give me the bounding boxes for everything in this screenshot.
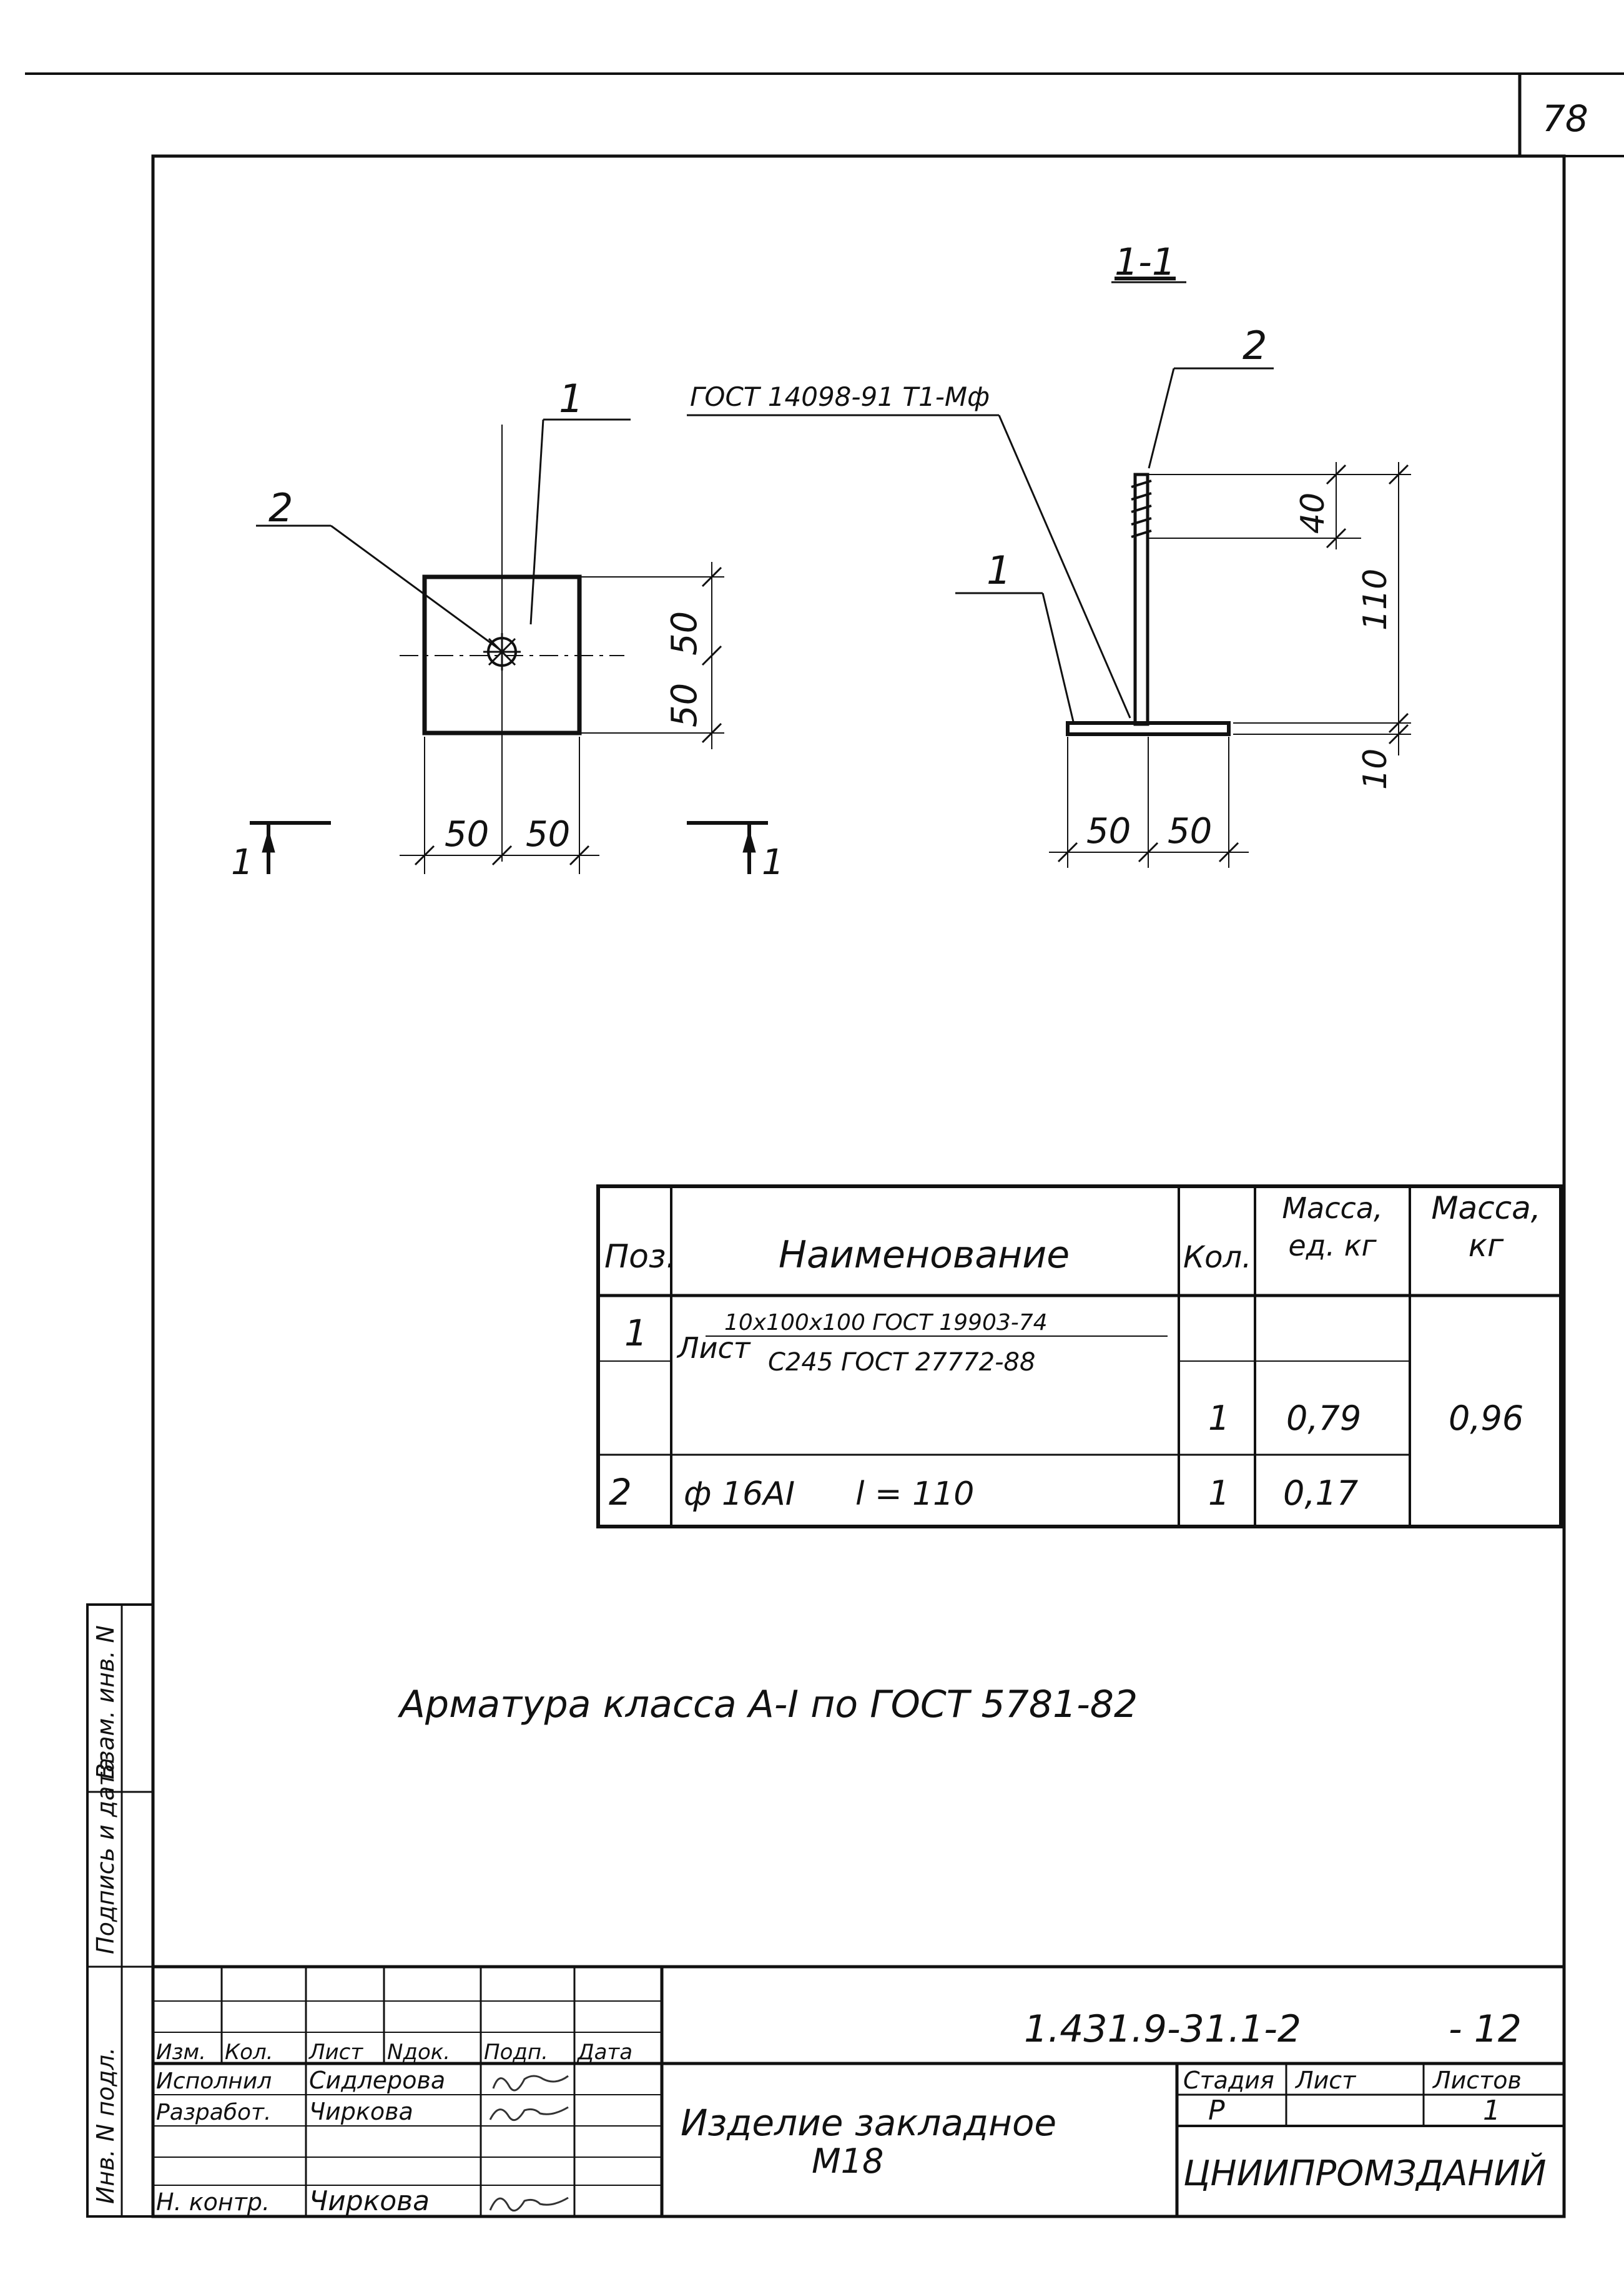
section-dim-40: 40 [1294,493,1332,534]
section-dim-110: 110 [1357,569,1394,631]
reinforcement-note: Арматура класса А-I по ГОСТ 5781-82 [397,1683,1138,1726]
item-title-line2: М18 [812,2142,883,2181]
row2-pos: 2 [609,1471,632,1513]
role-executed: Исполнил [156,2068,272,2094]
row2-mass-unit: 0,17 [1283,1473,1358,1513]
row1-name-top: 10х100х100 ГОСТ 19903-74 [724,1310,1048,1335]
doc-suffix: - 12 [1449,2007,1522,2051]
th-pos: Поз. [604,1238,676,1276]
row2-qty: 1 [1208,1473,1229,1513]
signature-1 [492,2075,569,2092]
section-callout-1: 1 [987,548,1011,593]
section-mark-left: 1 [231,842,253,883]
row1-name-prefix: Лист [676,1331,751,1365]
row2-length: l = 110 [855,1475,974,1513]
side-stamp-inv: Инв. N подл. [92,2047,119,2204]
name-executed: Сидлерова [309,2067,445,2094]
plan-dim-h2: 50 [526,814,570,855]
signature-3 [489,2196,569,2212]
plan-dim-v1: 50 [664,611,705,656]
col-izm: Изм. [156,2040,206,2065]
mass-total: 0,96 [1449,1399,1523,1438]
col-data: Дата [576,2040,632,2065]
row1-qty: 1 [1208,1399,1229,1438]
name-developed: Чиркова [309,2098,413,2125]
spec-table [596,1184,1563,1528]
bar-section [1133,473,1149,726]
item-title-line1: Изделие закладное [681,2102,1056,2144]
col-ndok: Nдок. [387,2040,450,2065]
role-control: Н. контр. [156,2188,270,2216]
section-callout-2: 2 [1243,323,1267,368]
row2-name: ф 16АI [684,1475,795,1513]
col-list: Лист [308,2040,363,2065]
th-name: Наименование [779,1233,1070,1277]
section-title: 1-1 [1115,240,1176,284]
drawing-frame [151,154,1566,2218]
sheet-label: Лист [1294,2067,1357,2094]
plan-callout-2: 2 [268,485,293,531]
section-labels: 1-1 ГОСТ 14098-91 Т1-Мф 2 1 40 110 10 50… [690,240,1394,852]
spec-table-text: Поз. Наименование Кол. Масса, ед. кг Мас… [604,1190,1541,1513]
sheets-label: Листов [1432,2067,1522,2094]
plan-callout-1: 1 [559,376,583,421]
organization: ЦНИИПРОМЗДАНИЙ [1183,2153,1547,2194]
weld-note: ГОСТ 14098-91 Т1-Мф [690,381,990,412]
section-dim-10: 10 [1357,749,1394,790]
title-block-text: 1.431.9-31.1-2 - 12 Изм. Кол. Лист Nдок.… [156,2007,1547,2217]
plan-labels: 2 1 50 50 50 50 1 1 [231,376,784,883]
sheets-value: 1 [1483,2095,1500,2127]
side-stamp-replace: Взам. инв. N [92,1625,119,1779]
stage-value: Р [1208,2095,1225,2127]
side-stamp-frame [86,1603,154,2218]
row1-mass-unit: 0,79 [1286,1399,1361,1438]
row1-pos: 1 [624,1312,647,1354]
page-number: 78 [1542,97,1588,140]
title-block [153,1965,1564,2216]
plan-dim-v2: 50 [664,683,705,727]
plan-view [250,418,768,874]
section-mark-right: 1 [762,842,784,883]
th-mass: Масса, кг [1431,1190,1541,1264]
section-view [687,281,1411,868]
section-dim-h1: 50 [1086,811,1131,852]
section-dim-h2: 50 [1168,811,1212,852]
row1-name-bottom: С245 ГОСТ 27772-88 [768,1348,1035,1377]
signature-2 [489,2106,569,2122]
plan-dim-h1: 50 [445,814,489,855]
doc-code: 1.431.9-31.1-2 [1024,2007,1301,2051]
name-control: Чиркова [309,2185,430,2217]
col-podp: Подп. [484,2040,548,2065]
plate-section [1066,721,1231,736]
stage-label: Стадия [1183,2067,1274,2094]
side-stamp-sign: Подпись и дата [92,1758,119,1954]
col-kol: Кол. [225,2040,273,2065]
th-qty: Кол. [1183,1240,1251,1275]
role-developed: Разработ. [156,2100,271,2125]
th-mass-unit: Масса, ед. кг [1282,1191,1383,1262]
